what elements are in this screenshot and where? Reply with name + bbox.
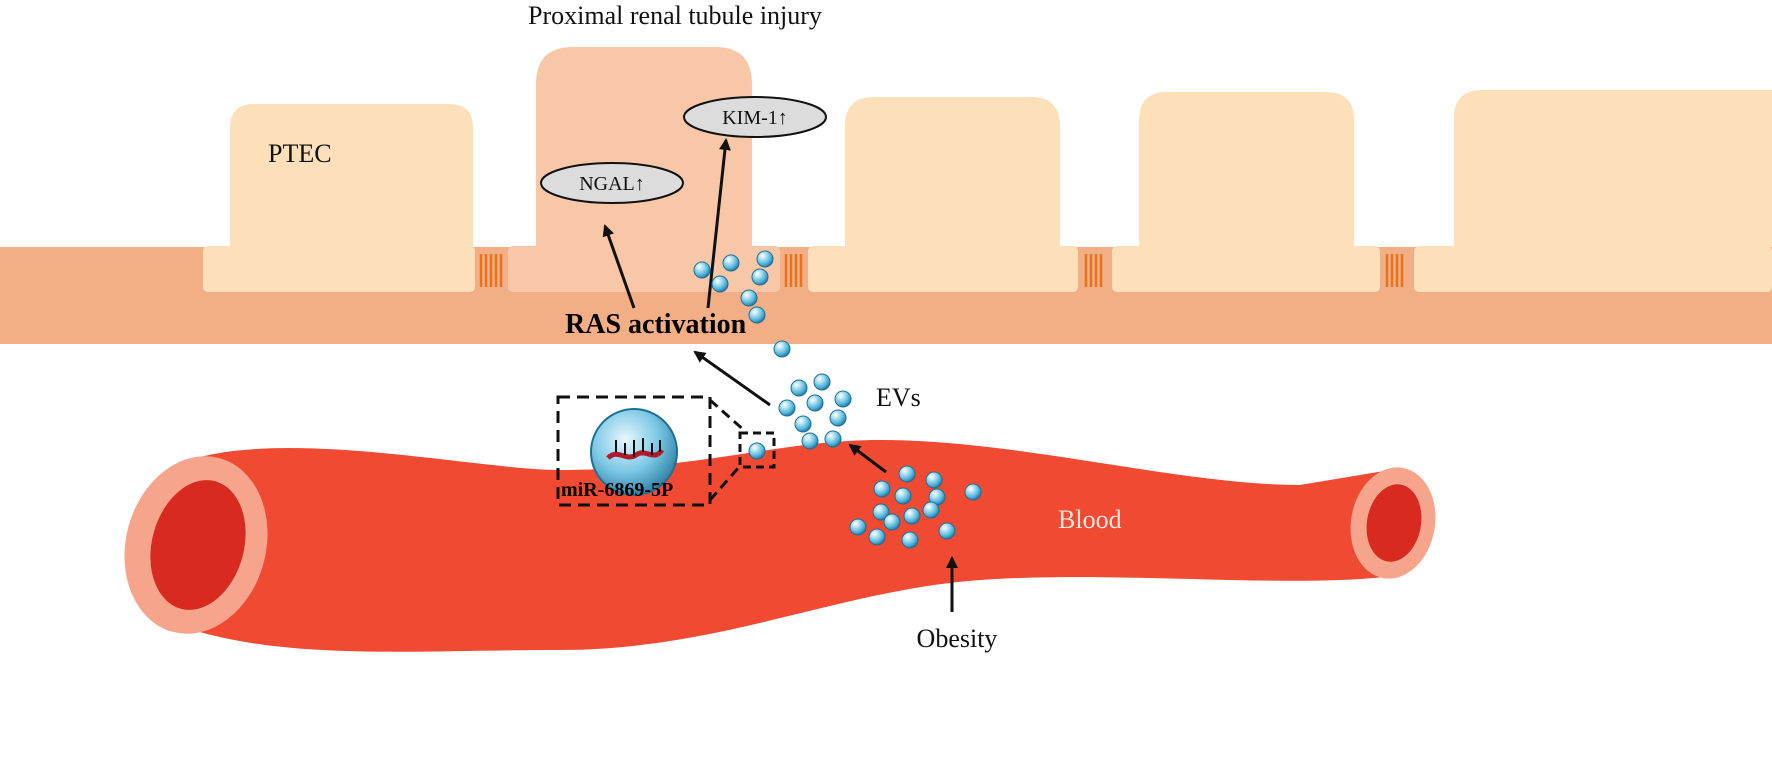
vessel-lumen-right — [1366, 484, 1422, 562]
arrow-evs-to-ras — [693, 350, 771, 407]
arrow-blood-to-evs — [848, 443, 887, 474]
arrow-ras-to-ngal — [602, 224, 636, 309]
ev-particle — [824, 430, 842, 448]
kim1-badge — [683, 96, 827, 138]
mirna-strand — [606, 448, 665, 460]
ev-particle — [849, 518, 867, 536]
tight-junction — [784, 254, 803, 287]
ev-particle — [883, 513, 901, 531]
ev-particle — [711, 275, 729, 293]
ev-particle — [806, 394, 824, 412]
kim1-label: KIM-1↑ — [722, 107, 788, 129]
ev-particle — [748, 442, 766, 460]
ev-particle — [925, 471, 943, 489]
ev-particle — [964, 483, 982, 501]
ev-particle — [740, 289, 758, 307]
vessel-lumen-left — [150, 480, 246, 610]
ev-particle — [938, 522, 956, 540]
mirna-label: miR-6869-5P — [561, 479, 673, 501]
ptec-cell — [808, 97, 1078, 292]
ev-particle — [773, 340, 791, 358]
ev-particle — [778, 399, 796, 417]
ras-activation-label: RAS activation — [565, 309, 747, 340]
ev-particle — [903, 507, 921, 525]
ev-particle — [801, 432, 819, 450]
ev-particle — [829, 409, 847, 427]
ev-particle — [898, 465, 916, 483]
arrow-ras-to-kim1 — [706, 138, 731, 309]
ev-particle — [834, 390, 852, 408]
ngal-badge — [540, 162, 684, 204]
ev-particle — [873, 480, 891, 498]
ev-particle — [790, 379, 808, 397]
ev-particle — [756, 250, 774, 268]
tight-junction — [479, 254, 503, 287]
ev-particle — [794, 415, 812, 433]
arrows — [602, 138, 958, 612]
ptec-cell — [1112, 92, 1380, 292]
ev-particles — [693, 250, 982, 549]
tight-junction — [1084, 254, 1103, 287]
ev-particle — [722, 254, 740, 272]
ev-particle — [922, 501, 940, 519]
inset-source-box — [738, 431, 776, 469]
ev-particle — [872, 503, 890, 521]
blood-label: Blood — [1058, 505, 1122, 534]
ev-particle — [813, 373, 831, 391]
ptec-cell — [1414, 90, 1772, 292]
ev-particle — [901, 531, 919, 549]
ngal-label: NGAL↑ — [579, 173, 645, 195]
blood-vessel — [124, 440, 1436, 652]
mirna-inset — [556, 395, 776, 507]
evs-label: EVs — [876, 383, 921, 412]
ev-particle — [868, 528, 886, 546]
obesity-label: Obesity — [917, 624, 998, 653]
diagram-title: Proximal renal tubule injury — [528, 1, 822, 30]
tight-junction — [1385, 254, 1404, 287]
ev-particle — [751, 268, 769, 286]
ev-particle — [894, 487, 912, 505]
ev-particle — [693, 261, 711, 279]
ptec-label: PTEC — [268, 139, 332, 168]
ev-particle — [748, 306, 766, 324]
inset-box — [556, 395, 712, 507]
ptec-cell — [203, 104, 475, 292]
